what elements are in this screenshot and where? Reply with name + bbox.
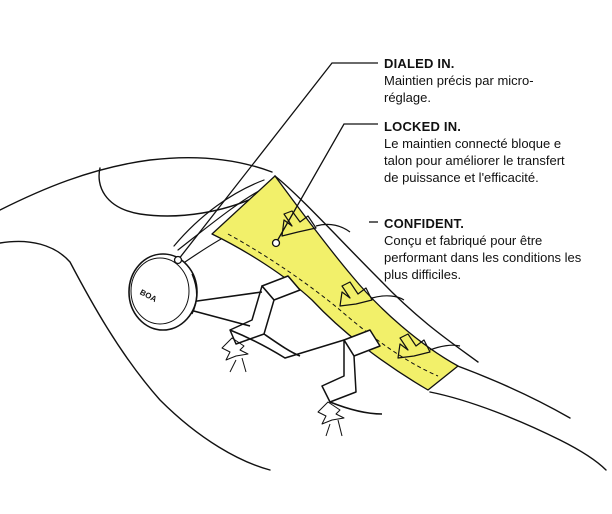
lace-wires [189,291,383,415]
callout-leader-lines [177,62,378,261]
stitch-line [227,233,439,377]
heel-lock-band [211,175,459,391]
callout-confident: CONFIDENT. Conçu et fabriqué pour être p… [384,215,604,283]
callout-title: DIALED IN. [384,56,455,71]
shoe-outline [0,156,607,471]
callout-body: Conçu et fabriqué pour être performant d… [384,233,582,282]
callout-body: Maintien précis par micro-réglage. [384,73,534,105]
dial-callout-point [173,255,183,265]
ground-arrows [221,337,345,437]
force-arrows [281,210,461,359]
boa-dial: BOA [128,253,198,331]
lace-guides [229,275,381,403]
callout-body: Le maintien connecté bloque e talon pour… [384,136,565,185]
band-callout-point [271,238,281,248]
callout-title: LOCKED IN. [384,119,462,134]
callout-title: CONFIDENT. [384,216,464,231]
callout-dialed-in: DIALED IN. Maintien précis par micro-rég… [384,55,604,106]
callout-locked-in: LOCKED IN. Le maintien connecté bloque e… [384,118,604,186]
